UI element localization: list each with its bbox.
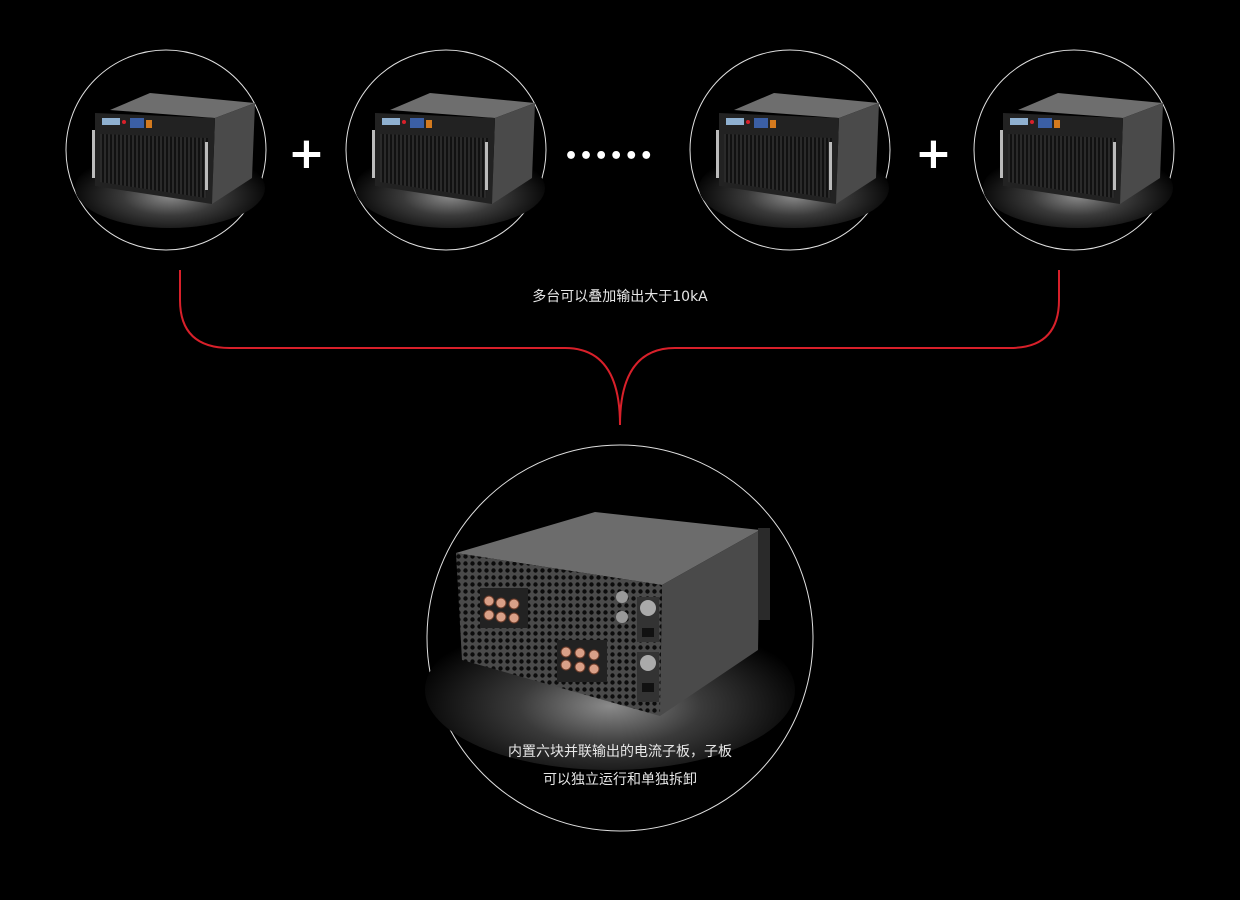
plus-icon: + xyxy=(288,128,325,179)
detail-unit xyxy=(425,444,814,832)
ellipsis-icon: •••••• xyxy=(564,144,655,169)
device-unit-3 xyxy=(689,49,891,251)
device-unit-2 xyxy=(345,49,547,251)
plus-icon: + xyxy=(915,128,952,179)
power-supply-rear-icon xyxy=(456,512,770,716)
device-unit-1 xyxy=(65,49,267,251)
caption-stacking: 多台可以叠加输出大于10kA xyxy=(532,289,708,305)
device-unit-4 xyxy=(973,49,1175,251)
connector-bracket xyxy=(179,270,1060,426)
caption-detail-line2: 可以独立运行和单独拆卸 xyxy=(543,772,697,788)
caption-detail-line1: 内置六块并联输出的电流子板，子板 xyxy=(508,744,732,760)
